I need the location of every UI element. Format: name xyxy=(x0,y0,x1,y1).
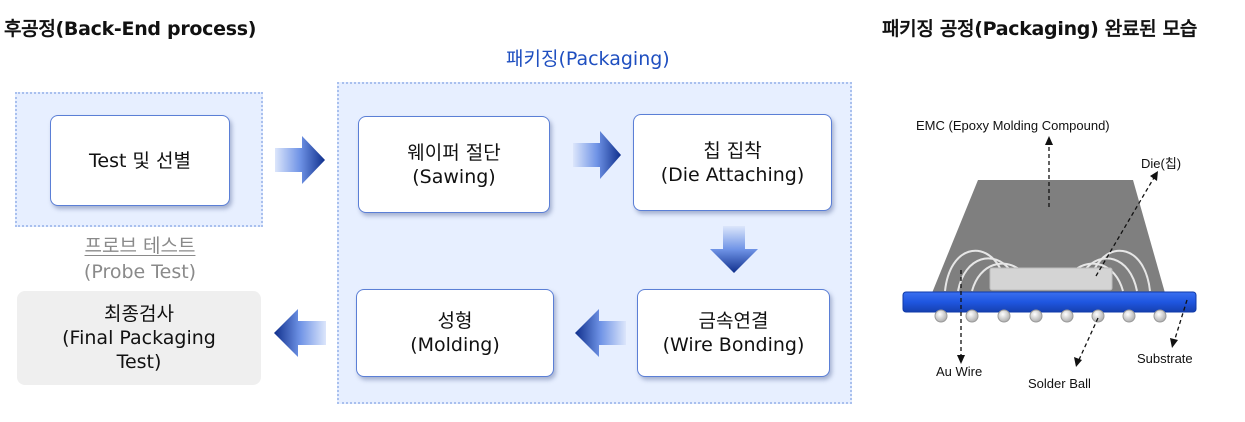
step-wire-bonding: 금속연결 (Wire Bonding) xyxy=(637,289,830,377)
arrow-right-icon xyxy=(275,136,325,184)
step-label: 웨이퍼 절단 xyxy=(407,141,501,164)
step-label: Test 및 선별 xyxy=(89,149,191,172)
probe-test-title: 프로브 테스트 xyxy=(84,235,196,257)
package-figure-heading: 패키징 공정(Packaging) 완료된 모습 xyxy=(882,18,1198,40)
substrate-bar xyxy=(902,291,1197,313)
die-chip xyxy=(989,267,1113,291)
probe-test-subtitle: (Probe Test) xyxy=(83,261,197,283)
arrow-down-icon xyxy=(710,226,758,273)
step-sawing: 웨이퍼 절단 (Sawing) xyxy=(358,116,550,213)
arrow-left-icon xyxy=(575,309,626,357)
solder-ball-label: Solder Ball xyxy=(1028,376,1091,391)
leader-arrowheads xyxy=(957,136,1178,367)
packaging-group-title: 패키징(Packaging) xyxy=(506,48,670,70)
probe-test-caption: 프로브 테스트 (Probe Test) xyxy=(40,233,240,285)
step-sublabel: Test) xyxy=(116,351,162,373)
step-label: 성형 xyxy=(437,310,473,332)
step-label: 최종검사 xyxy=(104,303,174,325)
solder-balls xyxy=(934,309,1167,323)
step-test-and-select: Test 및 선별 xyxy=(50,115,230,206)
step-final-test: 최종검사 (Final Packaging Test) xyxy=(17,291,261,385)
step-sublabel: (Sawing) xyxy=(412,165,496,188)
step-label: 칩 집착 xyxy=(703,139,762,162)
backend-process-heading: 후공정(Back-End process) xyxy=(4,18,257,40)
step-sublabel: (Final Packaging xyxy=(62,327,216,349)
step-sublabel: (Wire Bonding) xyxy=(662,334,805,356)
step-sublabel: (Molding) xyxy=(410,334,500,356)
step-label: 금속연결 xyxy=(698,310,769,332)
emc-mold xyxy=(932,180,1165,293)
emc-label: EMC (Epoxy Molding Compound) xyxy=(916,118,1110,133)
au-wire-label: Au Wire xyxy=(936,364,983,379)
arrow-left-icon xyxy=(274,309,326,357)
die-label: Die(칩) xyxy=(1141,156,1182,171)
step-molding: 성형 (Molding) xyxy=(356,289,554,377)
step-die-attaching: 칩 집착 (Die Attaching) xyxy=(633,114,832,211)
arrow-right-icon xyxy=(573,131,621,179)
leader-lines xyxy=(960,142,1188,363)
step-sublabel: (Die Attaching) xyxy=(660,163,805,186)
au-wires xyxy=(944,249,1151,292)
substrate-label: Substrate xyxy=(1137,351,1193,366)
